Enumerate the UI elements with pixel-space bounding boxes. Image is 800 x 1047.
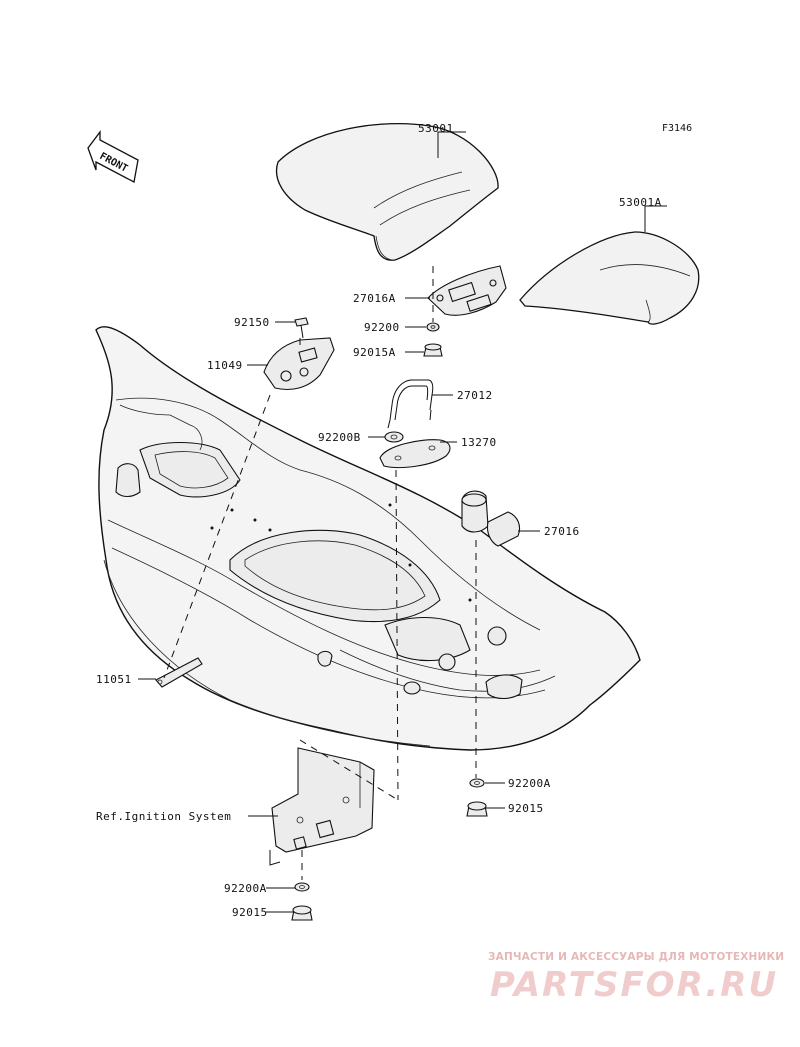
- watermark-tagline: ЗАПЧАСТИ И АКСЕССУАРЫ ДЛЯ МОТОТЕХНИКИ: [488, 951, 785, 963]
- nut-92015A-icon: [423, 343, 443, 357]
- front-seat: [276, 123, 499, 261]
- label-11049: 11049: [207, 359, 243, 372]
- figure-code: F3146: [662, 123, 692, 134]
- label-92150: 92150: [234, 316, 270, 329]
- front-arrow-icon: FRONT: [87, 130, 139, 183]
- plate-13270: [379, 439, 451, 469]
- seat-latch-bracket: [427, 265, 507, 316]
- u-bolt-27012-icon: [387, 379, 434, 429]
- label-92015-bottom: 92015: [232, 906, 268, 919]
- electrical-box: [269, 747, 375, 866]
- label-13270: 13270: [461, 436, 497, 449]
- label-ref-ignition-system: Ref.Ignition System: [96, 810, 231, 823]
- washer-92200-icon: [426, 322, 440, 332]
- leader-lines: [138, 131, 667, 913]
- label-11051: 11051: [96, 673, 132, 686]
- assembly-lines: [163, 266, 477, 880]
- rear-seat: [519, 231, 700, 325]
- label-53001: 53001: [418, 122, 454, 135]
- label-27016A: 27016A: [353, 292, 396, 305]
- label-92015A: 92015A: [353, 346, 396, 359]
- bumper-27016: [461, 490, 521, 547]
- washer-92200A-right-icon: [469, 778, 485, 788]
- washer-92200B-icon: [384, 431, 404, 443]
- label-53001A: 53001A: [619, 196, 662, 209]
- label-92200A-right: 92200A: [508, 777, 551, 790]
- watermark-brand-logo: PARTSFOR.RU: [490, 965, 779, 1005]
- nut-92015-right-icon: [466, 801, 488, 817]
- label-92200: 92200: [364, 321, 400, 334]
- nut-92015-bottom-icon: [291, 905, 313, 921]
- bolt-92150-icon: [294, 317, 309, 339]
- washer-92200A-bottom-icon: [294, 882, 310, 892]
- label-27016: 27016: [544, 525, 580, 538]
- bracket-11049: [263, 337, 335, 391]
- strap-11051: [155, 657, 203, 688]
- label-92200A-bottom: 92200A: [224, 882, 267, 895]
- label-92015-right: 92015: [508, 802, 544, 815]
- label-92200B: 92200B: [318, 431, 361, 444]
- label-27012: 27012: [457, 389, 493, 402]
- hull-body: [95, 326, 641, 751]
